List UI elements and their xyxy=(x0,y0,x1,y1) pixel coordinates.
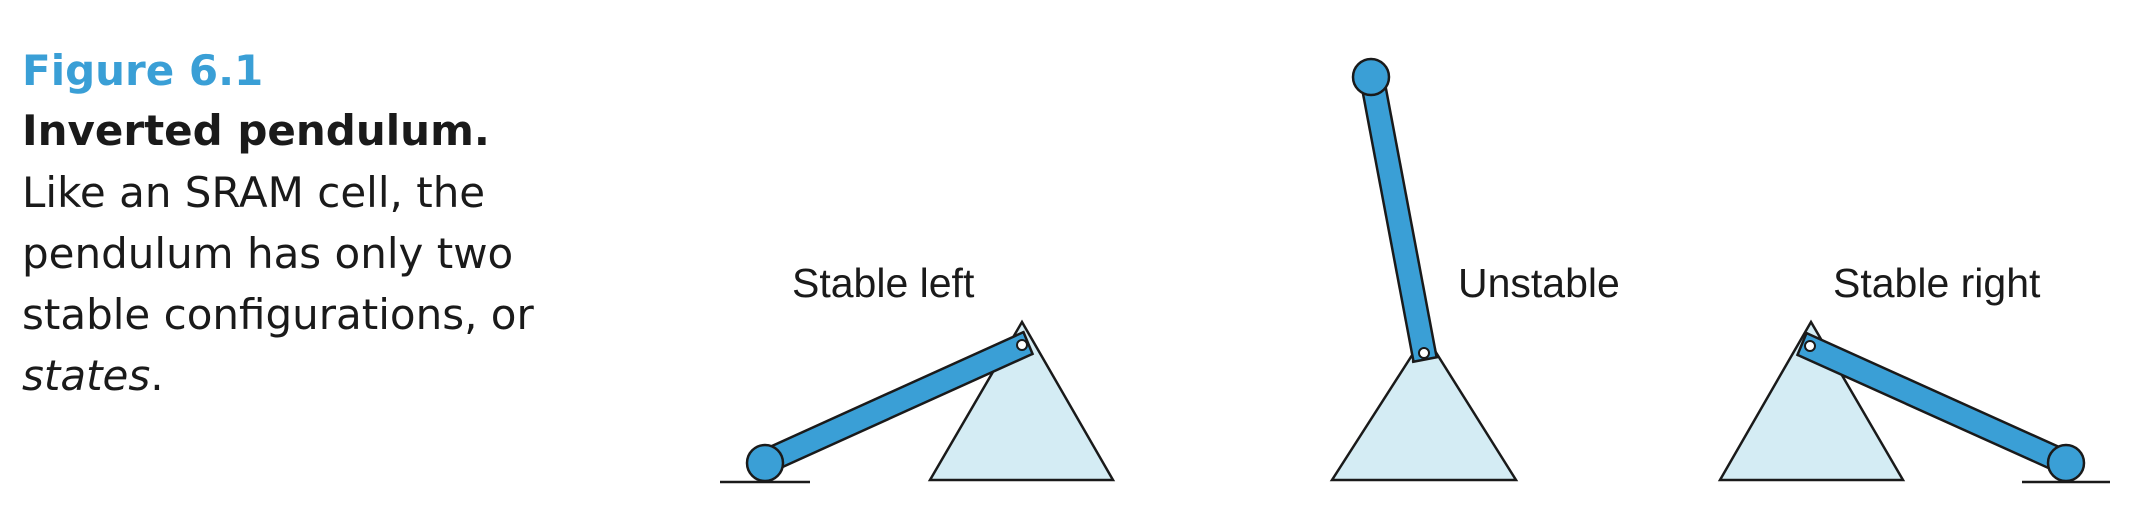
pivot-base-triangle xyxy=(927,319,1116,482)
figure-title: Inverted pendulum. xyxy=(22,106,490,155)
figure-body-emphasis: states xyxy=(22,351,151,400)
pivot-pin xyxy=(1016,339,1028,351)
pendulum-rod-fill xyxy=(760,333,1033,472)
pendulum-bob xyxy=(745,443,785,483)
pendulum-stable-left: Stable left xyxy=(720,260,1116,484)
pivot-base-triangle xyxy=(1717,319,1906,482)
figure-body-text: Like an SRAM cell, the pendulum has only… xyxy=(22,168,534,339)
pendulum-rod-fill xyxy=(1797,334,2071,473)
figure-caption: Figure 6.1 Inverted pendulum. Like an SR… xyxy=(22,42,582,406)
pendulum-rod-end-cap xyxy=(1021,330,1035,356)
figure-body-end: . xyxy=(150,351,164,400)
pivot-pin xyxy=(1804,340,1816,352)
pivot-base-triangle xyxy=(1329,332,1519,482)
pendulum-stable-right: Stable right xyxy=(1717,260,2110,484)
pendulum-rod-fill xyxy=(1361,76,1436,361)
state-label-stable-right: Stable right xyxy=(1833,260,2041,306)
pendulum-bob xyxy=(1351,57,1391,97)
pendulum-unstable: Unstable xyxy=(1329,57,1620,482)
state-label-unstable: Unstable xyxy=(1458,260,1620,306)
pendulum-rod-end-cap xyxy=(1411,355,1439,364)
pivot-pin xyxy=(1418,347,1430,359)
figure-body: Like an SRAM cell, the pendulum has only… xyxy=(22,162,582,406)
state-label-stable-left: Stable left xyxy=(792,260,975,306)
pendulum-rod-end-cap xyxy=(1795,331,1809,357)
figure-number: Figure 6.1 xyxy=(22,46,264,95)
pendulum-bob xyxy=(2046,443,2086,483)
